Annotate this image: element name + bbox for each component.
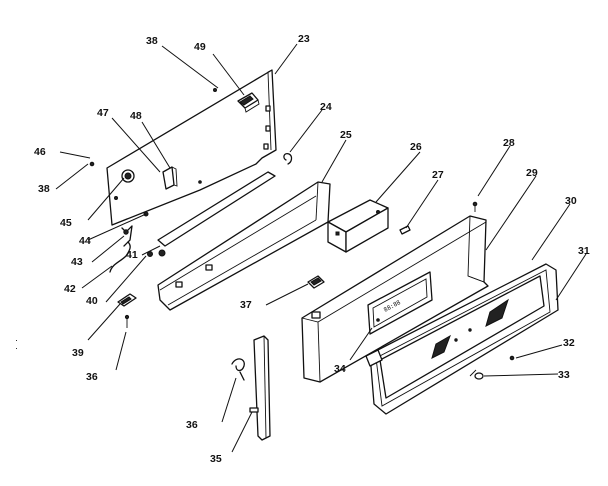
part-26-box: [327, 199, 389, 253]
callout-41: 41: [126, 249, 138, 261]
callout-31: 31: [578, 245, 590, 257]
callout-49: 49: [194, 41, 206, 53]
scan-specks: [16, 340, 17, 349]
callout-30: 30: [565, 195, 577, 207]
callout-44: 44: [79, 235, 91, 247]
leader-lines: [55, 43, 587, 453]
callout-24: 24: [320, 101, 332, 113]
part-34-clock-window: 88:88: [367, 271, 433, 335]
part-48-bracket: [162, 166, 178, 190]
part-36-spring-clip: [231, 358, 245, 381]
part-45-switch: [121, 169, 135, 183]
callout-26: 26: [410, 141, 422, 153]
callout-36-bottom: 36: [186, 419, 198, 431]
callout-23: 23: [298, 33, 310, 45]
callout-37: 37: [240, 299, 252, 311]
callout-32: 32: [563, 337, 575, 349]
callout-45: 45: [60, 217, 72, 229]
part-35-side-bracket: [249, 335, 271, 441]
part-42-wire: [109, 241, 131, 273]
part-38-screw-lower: [124, 314, 130, 328]
part-41-inner-rod: [157, 171, 276, 257]
part-28-screw: [472, 201, 478, 212]
part-23-back-panel: [106, 69, 277, 226]
part-33-knob: [474, 372, 484, 380]
callout-36-left: 36: [86, 371, 98, 383]
callout-27: 27: [432, 169, 444, 181]
part-49-connector: [237, 92, 260, 113]
callout-34: 34: [334, 363, 346, 375]
callout-40: 40: [86, 295, 98, 307]
callout-28: 28: [503, 137, 515, 149]
callout-43: 43: [71, 256, 83, 268]
part-30-left-strip: [365, 349, 383, 367]
part-39-clip: [117, 293, 137, 307]
part-30-glass-panel: [379, 275, 545, 399]
part-24-clip: [283, 152, 293, 165]
callout-38-left: 38: [38, 183, 50, 195]
callout-25: 25: [340, 129, 352, 141]
callout-29: 29: [526, 167, 538, 179]
callout-47: 47: [97, 107, 109, 119]
part-25-channel-rail: [157, 181, 331, 311]
callout-42: 42: [64, 283, 76, 295]
callout-39: 39: [72, 347, 84, 359]
callout-48: 48: [130, 110, 142, 122]
callout-46: 46: [34, 146, 46, 158]
part-32-screw: [509, 355, 515, 361]
callout-38-top: 38: [146, 35, 158, 47]
callout-35: 35: [210, 453, 222, 465]
part-37-clip: [307, 275, 325, 289]
callout-labels: 38 49 23 24 47 48 25 46 26 28 38 27 29 3…: [34, 33, 590, 465]
part-46-screw: [89, 161, 95, 167]
part-27-tab: [399, 225, 411, 235]
callout-33: 33: [558, 369, 570, 381]
